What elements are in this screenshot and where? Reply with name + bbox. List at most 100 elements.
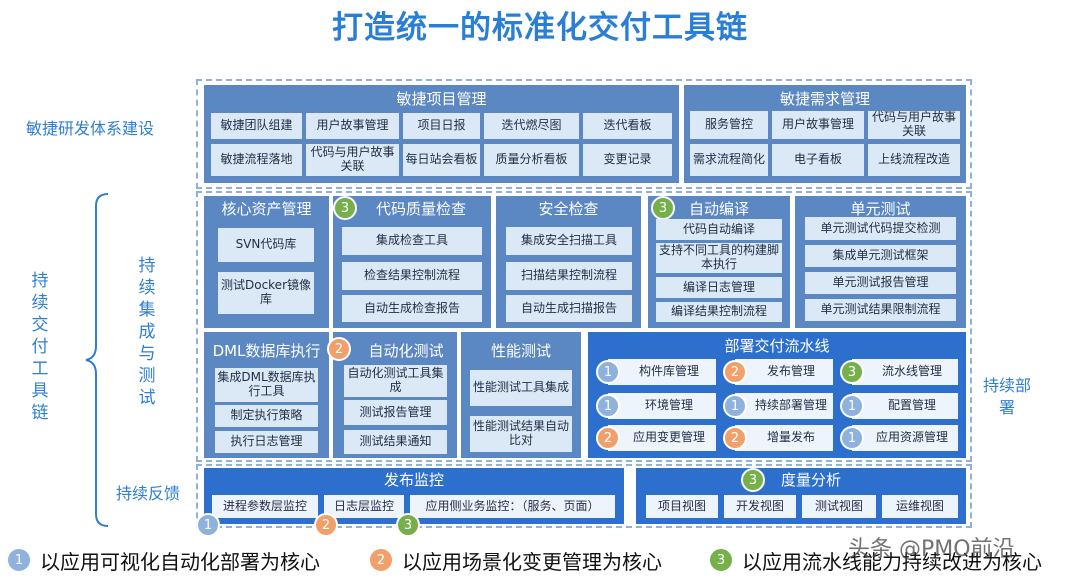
item-agile-process: 敏捷流程落地 [211, 144, 302, 176]
vert-char: 工 [31, 359, 49, 379]
pipeline-item: 流水线管理 [852, 359, 958, 385]
item-scan-control: 扫描结果控制流程 [506, 262, 632, 290]
agile-project-title: 敏捷项目管理 [396, 90, 487, 108]
pipeline-badge: 1 [596, 394, 620, 418]
badge-monitor-2: 2 [314, 513, 338, 537]
legend-badge-2: 2 [368, 547, 394, 573]
item-check-control: 检查结果控制流程 [342, 262, 482, 290]
security-title: 安全检查 [538, 200, 599, 218]
item-req-simplify: 需求流程简化 [690, 144, 768, 176]
side-label-continuous-deploy: 持续部署 [982, 376, 1031, 417]
legend-text-2: 以应用场景化变更管理为核心 [402, 550, 662, 574]
item-iteration-board: 迭代看板 [583, 113, 672, 139]
item-log-monitor: 日志层监控 [324, 495, 404, 518]
legend-text-1: 以应用可视化自动化部署为核心 [40, 550, 320, 574]
item-burndown: 迭代燃尽图 [484, 113, 579, 139]
vert-char: 持 [31, 271, 49, 291]
badge-auto-test: 2 [327, 337, 351, 361]
dml-title: DML数据库执行 [212, 342, 321, 360]
pipeline-item: 应用资源管理 [852, 425, 958, 451]
item-unit-report: 单元测试报告管理 [805, 272, 956, 294]
item-project-view: 项目视图 [646, 495, 718, 518]
vert-char: 续 [31, 293, 49, 313]
pipeline-item: 持续部署管理 [735, 393, 833, 419]
item-build-script: 支持不同工具的构建脚本执行 [656, 243, 782, 273]
side-label-continuous-delivery: 持续交付工具链 [29, 270, 51, 424]
vert-char: 续 [138, 278, 156, 298]
item-dml-tool: 集成DML数据库执行工具 [215, 368, 318, 402]
pipeline-item: 环境管理 [608, 393, 716, 419]
vert-char: 与 [138, 344, 156, 364]
pipeline-badge: 2 [723, 426, 747, 450]
pipeline-badge: 3 [840, 360, 864, 384]
item-scan-tool: 集成安全扫描工具 [506, 227, 632, 255]
item-e-board: 电子看板 [772, 144, 864, 176]
item-daily-report: 项目日报 [403, 113, 480, 139]
item-test-report: 测试报告管理 [344, 400, 447, 425]
brace-icon [85, 193, 109, 527]
item-auto-compile: 代码自动编译 [656, 219, 782, 240]
watermark: 头条 @PMO前沿 [848, 537, 1015, 562]
page-title: 打造统一的标准化交付工具链 [332, 10, 748, 46]
vert-char: 试 [138, 388, 156, 408]
ci-frame [196, 191, 972, 462]
item-test-view: 测试视图 [802, 495, 876, 518]
item-check-report: 自动生成检查报告 [342, 295, 482, 322]
legend-text-3: 以应用流水线能力持续改进为核心 [742, 550, 1042, 574]
badge-monitor-1: 1 [196, 513, 220, 537]
item-scan-report: 自动生成扫描报告 [506, 295, 632, 322]
pipeline-item: 构件库管理 [608, 359, 716, 385]
agile-req-title: 敏捷需求管理 [779, 90, 870, 108]
item-perf-tool: 性能测试工具集成 [470, 370, 572, 406]
legend-badge-3: 3 [708, 547, 734, 573]
vert-char: 集 [138, 300, 156, 320]
badge-monitor-3: 3 [396, 513, 420, 537]
item-standup-board: 每日站会看板 [403, 144, 480, 176]
perf-test-title: 性能测试 [490, 342, 551, 360]
vert-char: 链 [31, 403, 49, 423]
item-team-building: 敏捷团队组建 [211, 113, 302, 139]
item-ops-view: 运维视图 [882, 495, 958, 518]
item-auto-test-tool: 自动化测试工具集成 [344, 365, 447, 397]
item-compile-log: 编译日志管理 [656, 277, 782, 298]
feedback-frame [196, 464, 972, 528]
item-compile-control: 编译结果控制流程 [656, 302, 782, 322]
badge-metrics: 3 [741, 468, 765, 492]
item-service-control: 服务管控 [690, 111, 768, 139]
pipeline-item: 应用变更管理 [608, 425, 716, 451]
item-process-monitor: 进程参数层监控 [212, 495, 318, 518]
item-launch-process: 上线流程改造 [868, 144, 960, 176]
agile-frame [196, 79, 972, 189]
item-svn: SVN代码库 [218, 228, 314, 262]
pipeline-badge: 1 [840, 426, 864, 450]
pipeline-badge: 2 [596, 426, 620, 450]
legend-badge-1: 1 [6, 547, 32, 573]
pipeline-badge: 1 [723, 394, 747, 418]
side-label-feedback: 持续反馈 [115, 484, 180, 503]
badge-auto-build: 3 [651, 196, 675, 220]
item-quality-board: 质量分析看板 [484, 144, 579, 176]
auto-build-title: 自动编译 [688, 200, 749, 218]
side-label-agile: 敏捷研发体系建设 [26, 119, 155, 138]
item-check-tool: 集成检查工具 [342, 227, 482, 255]
item-user-story: 用户故事管理 [306, 113, 399, 139]
item-test-notify: 测试结果通知 [344, 430, 447, 454]
pipeline-item: 发布管理 [735, 359, 833, 385]
item-perf-compare: 性能测试结果自动比对 [470, 416, 572, 452]
vert-char: 测 [138, 366, 156, 386]
item-unit-limit: 单元测试结果限制流程 [805, 299, 956, 321]
code-quality-title: 代码质量检查 [375, 200, 466, 218]
item-business-monitor: 应用侧业务监控：（服务、页面） [410, 495, 615, 518]
item-dev-view: 开发视图 [724, 495, 796, 518]
core-assets-title: 核心资产管理 [221, 200, 312, 218]
vert-char: 成 [138, 322, 156, 342]
vert-char: 付 [31, 337, 49, 357]
item-unit-code-check: 单元测试代码提交检测 [805, 217, 956, 240]
vert-char: 交 [31, 315, 49, 335]
item-change-record: 变更记录 [583, 144, 672, 176]
side-label-ci-test: 持续集成与测试 [136, 255, 158, 409]
item-dml-strategy: 制定执行策略 [215, 405, 318, 427]
item-unit-framework: 集成单元测试框架 [805, 245, 956, 267]
pipeline-badge: 2 [723, 360, 747, 384]
item-req-user-story: 用户故事管理 [772, 111, 864, 139]
